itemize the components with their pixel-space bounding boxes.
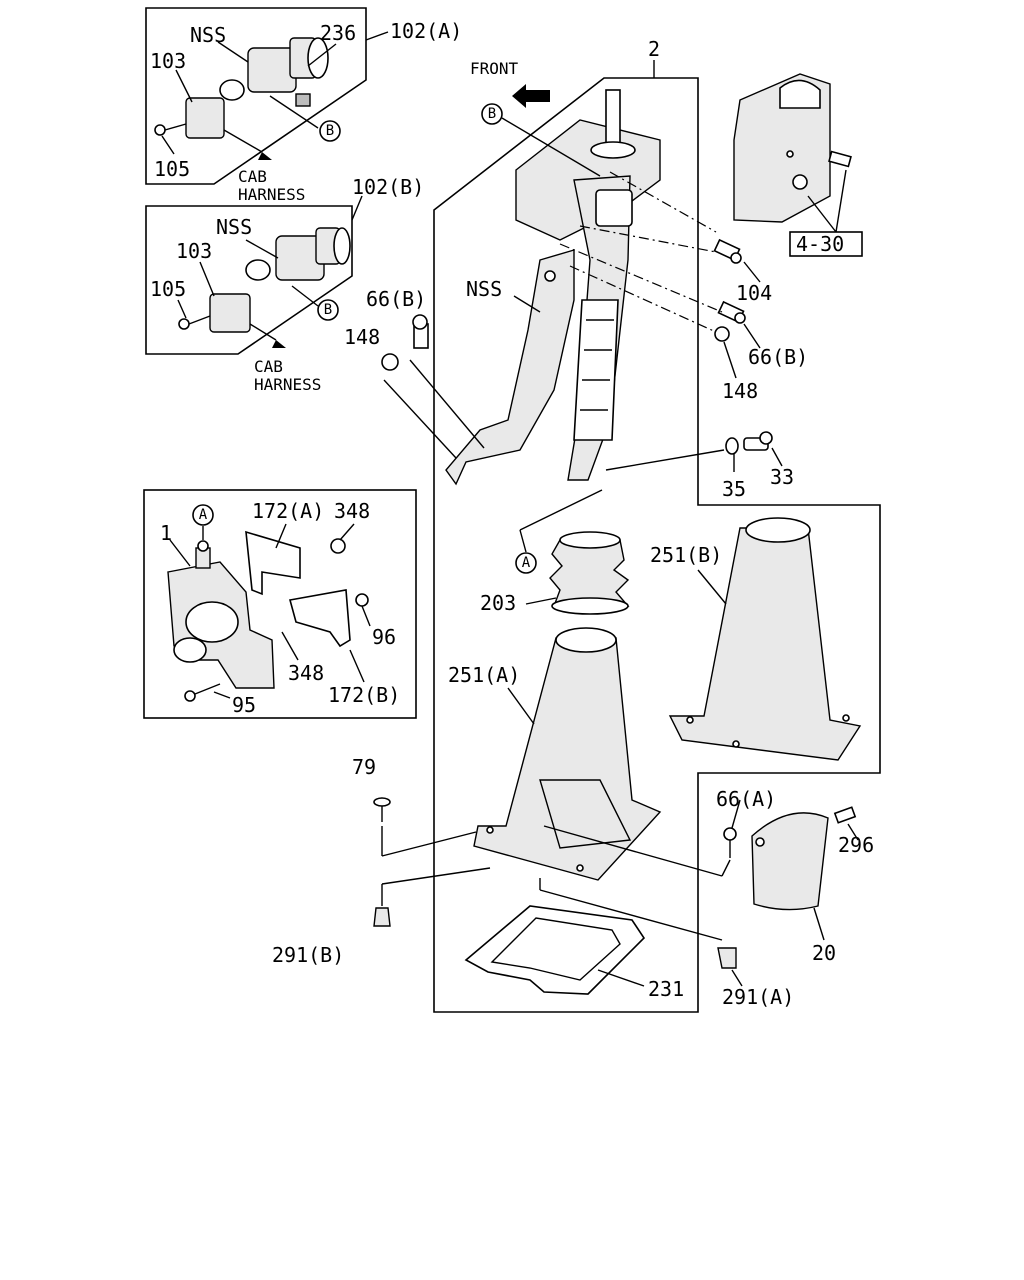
clip-291a (717, 947, 737, 969)
label-103-b: 103 (176, 239, 212, 263)
label-96: 96 (372, 625, 396, 649)
label-35: 35 (722, 477, 746, 501)
marker-a-1: A (199, 507, 208, 523)
label-348-mid: 348 (288, 661, 324, 685)
label-148-left: 148 (344, 325, 380, 349)
label-172b: 172(B) (328, 683, 400, 707)
label-cab-a: CAB (238, 167, 267, 186)
label-348-top: 348 (334, 499, 370, 523)
marker-a-circle-1 (192, 504, 214, 526)
front-arrow-icon (512, 84, 550, 108)
marker-a-circle-2 (515, 552, 537, 574)
label-2: 2 (648, 37, 660, 61)
label-203: 203 (480, 591, 516, 615)
label-103-a: 103 (150, 49, 186, 73)
shift-lever-assembly (445, 89, 661, 486)
label-104: 104 (736, 281, 772, 305)
marker-b-circle-2 (317, 299, 339, 321)
marker-b-1: B (326, 123, 334, 139)
label-95: 95 (232, 693, 256, 717)
label-79: 79 (352, 755, 376, 779)
clip-291b (373, 907, 391, 927)
bolt-66b-right (717, 300, 746, 324)
label-nss-b: NSS (216, 215, 252, 239)
ref-box-4-30 (789, 231, 863, 257)
label-102a: 102(A) (390, 19, 462, 43)
label-251b: 251(B) (650, 543, 722, 567)
label-105-b: 105 (150, 277, 186, 301)
label-236: 236 (320, 21, 356, 45)
inset-box-part1 (143, 489, 417, 719)
label-20: 20 (812, 941, 836, 965)
label-66b-left: 66(B) (366, 287, 426, 311)
label-66a: 66(A) (716, 787, 776, 811)
screw-66a (723, 827, 737, 858)
cover-251b (668, 517, 862, 761)
inset-box-102b (145, 205, 353, 355)
label-harness-b: HARNESS (254, 375, 321, 394)
label-66b-right: 66(B) (748, 345, 808, 369)
bolt-33 (743, 431, 773, 451)
label-cab-b: CAB (254, 357, 283, 376)
label-148-right: 148 (722, 379, 758, 403)
label-231: 231 (648, 977, 684, 1001)
label-105-a: 105 (154, 157, 190, 181)
label-front: FRONT (470, 59, 519, 78)
boot-203 (549, 531, 630, 615)
cover-20 (751, 812, 829, 911)
cover-251a (473, 627, 662, 881)
label-172a: 172(A) (252, 499, 324, 523)
marker-a-2: A (522, 555, 531, 571)
label-102b: 102(B) (352, 175, 424, 199)
inset-box-102a (145, 7, 367, 185)
label-4-30: 4-30 (796, 232, 844, 256)
label-nss-a: NSS (190, 23, 226, 47)
label-296: 296 (838, 833, 874, 857)
screw-79 (373, 797, 391, 822)
main-assembly-frame (433, 77, 881, 1013)
bolt-104 (713, 238, 742, 264)
label-251a: 251(A) (448, 663, 520, 687)
marker-b-circle-3 (481, 103, 503, 125)
switch-assembly-102b (178, 227, 351, 348)
marker-b-3: B (488, 106, 496, 122)
bolt-66b-left (412, 314, 429, 349)
label-33: 33 (770, 465, 794, 489)
cover-4-30 (733, 73, 852, 223)
switch-assembly-102a (154, 37, 329, 160)
screw-296 (833, 806, 857, 824)
label-1: 1 (160, 521, 172, 545)
label-291b: 291(B) (272, 943, 344, 967)
marker-b-2: B (324, 302, 332, 318)
washer-35 (725, 437, 739, 455)
label-harness-a: HARNESS (238, 185, 305, 204)
label-291a: 291(A) (722, 985, 794, 1009)
nut-148-left (381, 353, 399, 371)
marker-b-circle-1 (319, 120, 341, 142)
label-nss-main: NSS (466, 277, 502, 301)
gasket-231 (464, 905, 646, 995)
nut-148-right (714, 326, 730, 342)
lever-base-part1 (167, 530, 369, 702)
